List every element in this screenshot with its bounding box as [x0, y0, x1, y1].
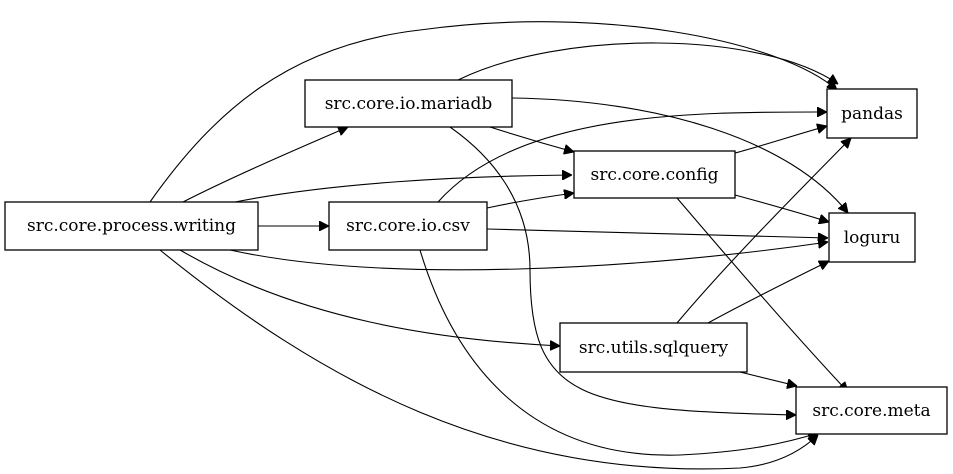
nodes-layer: src.core.process.writing src.core.io.mar…	[4, 79, 948, 435]
node-writing[interactable]: src.core.process.writing	[4, 201, 259, 251]
edge-csv-pandas	[437, 112, 827, 203]
edge-writing-config	[234, 175, 572, 203]
node-csv[interactable]: src.core.io.csv	[328, 201, 488, 251]
edge-csv-meta	[419, 249, 818, 456]
edge-sqlquery-meta	[739, 371, 797, 386]
edge-mariadb-loguru	[511, 97, 848, 213]
node-pandas[interactable]: pandas	[826, 88, 918, 139]
edge-config-loguru	[734, 194, 829, 222]
edge-mariadb-meta	[449, 126, 796, 415]
node-label: src.core.process.writing	[27, 216, 236, 236]
node-label: src.core.io.csv	[346, 216, 470, 236]
edge-sqlquery-pandas	[676, 138, 851, 324]
edge-csv-loguru	[486, 228, 828, 238]
node-label: src.core.meta	[812, 401, 930, 421]
edge-writing-pandas	[149, 21, 837, 203]
node-loguru[interactable]: loguru	[828, 212, 916, 263]
node-config[interactable]: src.core.config	[573, 150, 736, 199]
node-label: src.utils.sqlquery	[579, 338, 729, 358]
edge-writing-meta	[159, 249, 818, 470]
edge-writing-mariadb	[182, 127, 348, 203]
edge-csv-config	[486, 193, 574, 209]
edge-mariadb-config	[489, 126, 574, 152]
node-label: src.core.config	[590, 165, 718, 185]
node-sqlquery[interactable]: src.utils.sqlquery	[559, 322, 748, 373]
edge-writing-loguru	[229, 242, 828, 271]
node-meta[interactable]: src.core.meta	[795, 386, 948, 435]
edge-sqlquery-loguru	[707, 261, 829, 324]
node-mariadb[interactable]: src.core.io.mariadb	[304, 79, 513, 128]
node-label: loguru	[844, 228, 901, 248]
edge-mariadb-pandas	[457, 42, 838, 84]
node-label: src.core.io.mariadb	[325, 94, 493, 114]
node-label: pandas	[841, 104, 903, 124]
edge-writing-sqlquery	[179, 249, 560, 346]
edge-config-pandas	[734, 126, 827, 154]
edges-layer	[149, 21, 851, 470]
